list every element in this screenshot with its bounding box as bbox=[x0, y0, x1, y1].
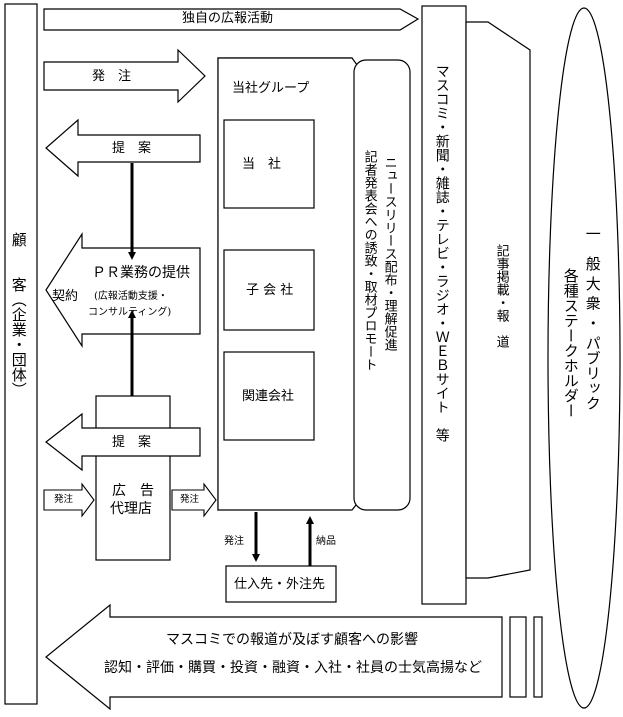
order-small-right-label: 発注 bbox=[180, 494, 200, 505]
order-arrow-small-right bbox=[171, 482, 217, 518]
proposal-arrow-top bbox=[45, 118, 201, 178]
proposal-arrow-bottom bbox=[45, 412, 201, 472]
customer-box bbox=[4, 3, 38, 705]
press-release-col2: 記者発表会への誘致・取材プロモート bbox=[361, 150, 377, 371]
supplier-box bbox=[225, 565, 337, 603]
proposal-top-label: 提 案 bbox=[112, 141, 152, 156]
order-label: 発 注 bbox=[92, 69, 132, 84]
pr-service-line2: (広報活動支援・ bbox=[94, 291, 168, 302]
order-small-left-label: 発注 bbox=[54, 494, 74, 505]
agency-label-1: 広 告 bbox=[112, 483, 154, 499]
unit-box-affiliate bbox=[223, 351, 315, 441]
unit-label-sub: 子 会 社 bbox=[246, 283, 294, 298]
order-arrow-small-left bbox=[43, 482, 95, 518]
agency-label-2: 代理店 bbox=[110, 501, 152, 517]
order-arrow bbox=[43, 48, 206, 104]
agency-box bbox=[95, 395, 171, 561]
public-ellipse bbox=[547, 7, 621, 709]
impact-line1: マスコミでの報道が及ぼす顧客への影響 bbox=[166, 632, 418, 648]
public-col1: 一 般 大 衆 ・ パブリック bbox=[583, 226, 602, 411]
press-release-col1: ニュースリリース配布・理解促進 bbox=[381, 156, 397, 351]
unit-label-own: 当 社 bbox=[242, 157, 282, 172]
pr-service-arrow bbox=[45, 231, 201, 349]
coverage-label: 記事掲載・報 道 bbox=[493, 244, 509, 348]
group-title: 当社グループ bbox=[232, 81, 310, 96]
press-release-box bbox=[353, 59, 411, 511]
media-label: マスコミ・新聞・雑誌・テレビ・ラジオ・ＷＥＢサイト 等 bbox=[433, 64, 450, 442]
supplier-order-label: 発注 bbox=[224, 536, 244, 547]
impact-line2: 認知・評価・購買・投資・融資・入社・社員の士気高揚など bbox=[104, 660, 482, 676]
supplier-delivery-label: 納品 bbox=[316, 536, 336, 547]
public-col2: 各種ステークホルダー bbox=[561, 268, 580, 418]
pr-service-title: ＰＲ業務の提供 bbox=[92, 265, 190, 281]
unit-box-own bbox=[223, 119, 315, 209]
own-pr-label: 独自の広報活動 bbox=[182, 11, 274, 26]
customer-label: 顧 客（企業・団体） bbox=[9, 232, 28, 397]
own-pr-arrow bbox=[43, 8, 420, 31]
supplier-label: 仕入先・外注先 bbox=[234, 577, 326, 592]
proposal-bottom-label: 提 案 bbox=[112, 435, 152, 450]
impact-bar-2 bbox=[533, 616, 543, 698]
pr-service-line3: コンサルティング) bbox=[88, 307, 172, 318]
unit-label-affiliate: 関連会社 bbox=[242, 389, 295, 404]
coverage-arrow bbox=[465, 21, 531, 579]
pr-service-contract: 契約 bbox=[52, 289, 79, 304]
impact-bar-1 bbox=[509, 616, 527, 698]
impact-arrow bbox=[45, 603, 503, 711]
media-box bbox=[421, 5, 467, 605]
unit-box-sub bbox=[223, 249, 315, 331]
